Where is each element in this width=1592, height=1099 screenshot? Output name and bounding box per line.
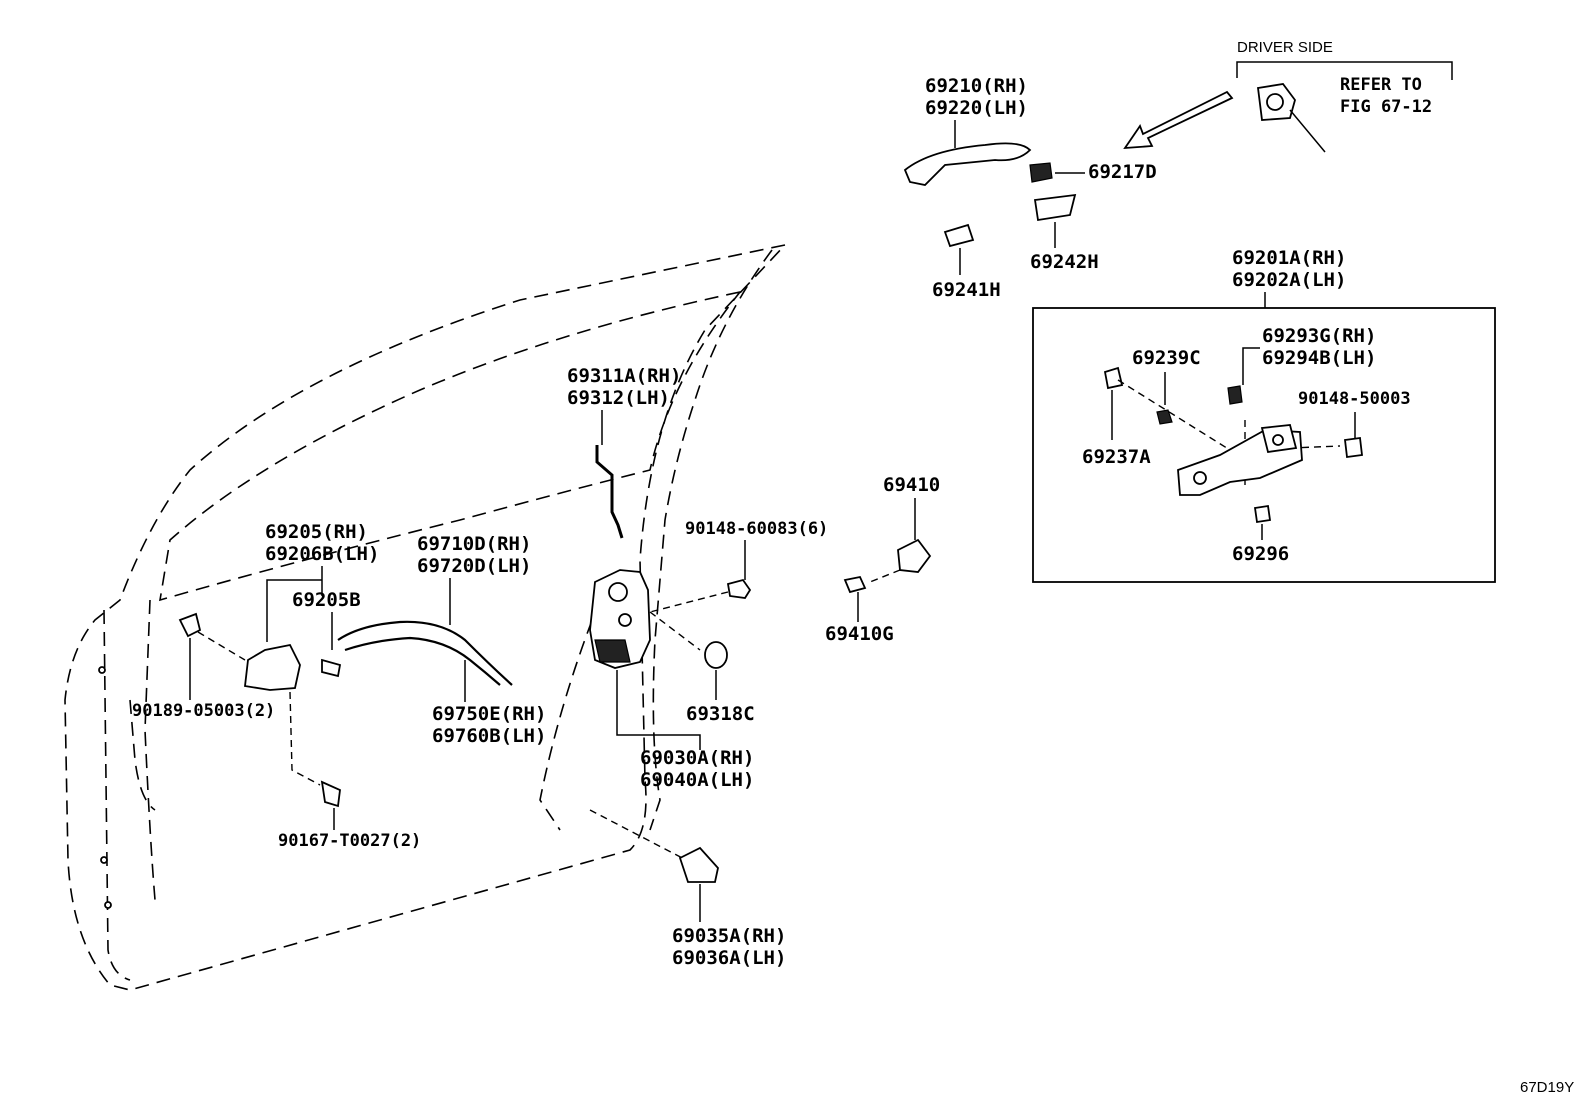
lock-screw-icon xyxy=(726,578,752,599)
label-69040A: 69040A(LH) xyxy=(640,769,754,791)
label-69201A: 69201A(RH) xyxy=(1232,247,1346,269)
cable-group: 69710D(RH) 69720D(LH) 69750E(RH) 69760B(… xyxy=(337,533,546,747)
label-90189-05003: 90189-05003(2) xyxy=(132,701,275,721)
cable-lower-icon xyxy=(344,636,501,686)
label-69311A: 69311A(RH) xyxy=(567,365,681,387)
label-69750E: 69750E(RH) xyxy=(432,703,546,725)
refer-to-label: REFER TO xyxy=(1340,75,1422,95)
label-69710D: 69710D(RH) xyxy=(417,533,531,555)
cable-upper-icon xyxy=(337,620,513,686)
inside-handle-icon xyxy=(244,643,301,691)
grommet-icon xyxy=(704,641,728,669)
refer-fig-label: FIG 67-12 xyxy=(1340,97,1432,117)
label-69036A: 69036A(LH) xyxy=(672,947,786,969)
outside-handle-icon xyxy=(903,142,1032,186)
lock-cover-icon xyxy=(678,846,719,883)
label-69210: 69210(RH) xyxy=(925,75,1028,97)
driver-side-heading: DRIVER SIDE xyxy=(1237,39,1333,56)
label-69293G: 69293G(RH) xyxy=(1262,325,1376,347)
frame-assembly-box xyxy=(1032,307,1496,583)
label-69312: 69312(LH) xyxy=(567,387,670,409)
label-69294B: 69294B(LH) xyxy=(1262,347,1376,369)
striker-screw-icon xyxy=(843,575,867,594)
handle-frame-group: 69201A(RH) 69202A(LH) 69239C 69293G(RH) … xyxy=(1032,247,1496,583)
door-lock-group: 69318C 69030A(RH) 69040A(LH) 69035A(RH) … xyxy=(589,569,786,969)
label-69720D: 69720D(LH) xyxy=(417,555,531,577)
cap-screw-icon xyxy=(321,658,342,678)
label-69030A: 69030A(RH) xyxy=(640,747,754,769)
label-69760B: 69760B(LH) xyxy=(432,725,546,747)
label-90148-50003: 90148-50003 xyxy=(1298,389,1411,409)
handle-pad-rear-icon xyxy=(943,223,975,248)
label-69410G: 69410G xyxy=(825,623,894,645)
label-69217D: 69217D xyxy=(1088,161,1157,183)
bolt-icon xyxy=(1344,436,1363,459)
outside-handle-group: 69210(RH) 69220(LH) 69217D 69241H 69242H xyxy=(903,75,1157,301)
label-69296: 69296 xyxy=(1232,543,1289,565)
label-69242H: 69242H xyxy=(1030,251,1099,273)
label-69241H: 69241H xyxy=(932,279,1001,301)
label-69237A: 69237A xyxy=(1082,446,1151,468)
handle-pad-front-icon xyxy=(1033,193,1077,222)
label-69239C: 69239C xyxy=(1132,347,1201,369)
label-69035A: 69035A(RH) xyxy=(672,925,786,947)
label-69202A: 69202A(LH) xyxy=(1232,269,1346,291)
driver-side-group: DRIVER SIDE REFER TO FIG 67-12 xyxy=(1123,39,1453,153)
label-69220: 69220(LH) xyxy=(925,97,1028,119)
door-outline xyxy=(64,243,788,991)
label-69205: 69205(RH) xyxy=(265,521,368,543)
key-cylinder-icon xyxy=(1256,83,1326,153)
handle-cap-icon xyxy=(1029,162,1053,183)
clip-left-icon xyxy=(178,612,202,638)
door-lock-icon xyxy=(589,569,651,669)
label-69205B: 69205B xyxy=(292,589,361,611)
nut-icon xyxy=(1156,409,1173,425)
lock-rod-group: 69311A(RH) 69312(LH) xyxy=(567,365,681,539)
retainer-screw-icon xyxy=(320,780,341,808)
inside-handle-group: 69205(RH) 69206B(LH) 69205B 90189-05003(… xyxy=(132,521,421,851)
figure-code: 67D19Y xyxy=(1520,1079,1574,1096)
seal-icon xyxy=(1103,366,1124,390)
striker-icon xyxy=(897,538,932,573)
label-90167-T0027: 90167-T0027(2) xyxy=(278,831,421,851)
clip-icon xyxy=(1227,385,1243,405)
label-69318C: 69318C xyxy=(686,703,755,725)
label-69206B: 69206B(LH) xyxy=(265,543,379,565)
screw-icon xyxy=(1253,504,1272,524)
label-90148-60083: 90148-60083(6) xyxy=(685,519,828,539)
screw-group: 90148-60083(6) xyxy=(649,519,828,613)
label-69410: 69410 xyxy=(883,474,940,496)
handle-frame-icon xyxy=(1177,424,1303,496)
refer-arrow-icon xyxy=(1123,90,1234,150)
striker-group: 69410 69410G xyxy=(825,474,940,645)
lock-rod-icon xyxy=(595,445,624,539)
